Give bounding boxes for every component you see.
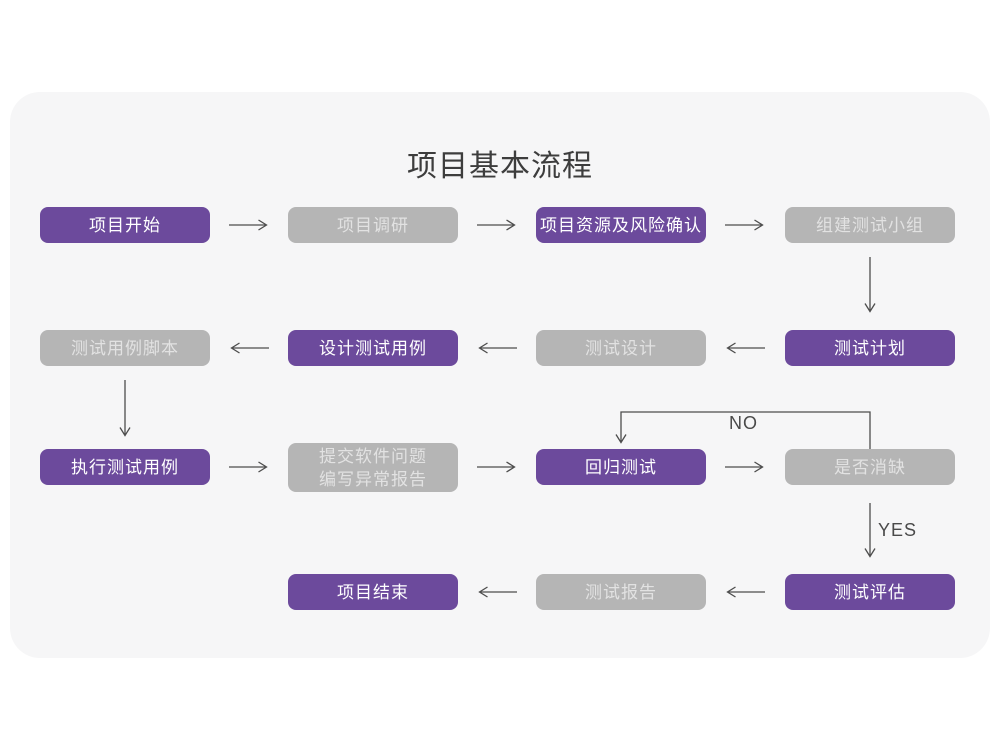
- node-test-plan: 测试计划: [785, 330, 955, 366]
- node-resource-risk: 项目资源及风险确认: [536, 207, 706, 243]
- node-label: 测试计划: [834, 338, 906, 358]
- node-label: 测试设计: [585, 338, 657, 358]
- node-project-research: 项目调研: [288, 207, 458, 243]
- node-test-report: 测试报告: [536, 574, 706, 610]
- node-label: 回归测试: [585, 457, 657, 477]
- node-design-test-case: 设计测试用例: [288, 330, 458, 366]
- node-regression-test: 回归测试: [536, 449, 706, 485]
- node-label: 是否消缺: [834, 457, 906, 477]
- yes-branch-label: YES: [878, 520, 918, 540]
- node-submit-issue: 提交软件问题 编写异常报告: [288, 443, 458, 492]
- node-label: 测试用例脚本: [71, 338, 179, 358]
- diagram-title: 项目基本流程: [407, 150, 593, 183]
- node-build-test-team: 组建测试小组: [785, 207, 955, 243]
- node-label: 设计测试用例: [319, 338, 427, 358]
- node-label: 测试评估: [834, 582, 906, 602]
- node-test-case-script: 测试用例脚本: [40, 330, 210, 366]
- node-project-end: 项目结束: [288, 574, 458, 610]
- no-branch-label: NO: [729, 413, 758, 433]
- node-label: 项目结束: [337, 582, 409, 602]
- node-test-evaluation: 测试评估: [785, 574, 955, 610]
- node-label: 项目开始: [89, 215, 161, 235]
- node-label: 执行测试用例: [71, 457, 179, 477]
- node-label: 项目调研: [337, 215, 409, 235]
- node-execute-test-case: 执行测试用例: [40, 449, 210, 485]
- node-label: 提交软件问题 编写异常报告: [319, 446, 427, 489]
- flowchart-card-background: [10, 92, 990, 658]
- node-label: 组建测试小组: [816, 215, 924, 235]
- node-label: 测试报告: [585, 582, 657, 602]
- node-defect-cleared: 是否消缺: [785, 449, 955, 485]
- node-project-start: 项目开始: [40, 207, 210, 243]
- node-label: 项目资源及风险确认: [540, 215, 702, 235]
- node-test-design: 测试设计: [536, 330, 706, 366]
